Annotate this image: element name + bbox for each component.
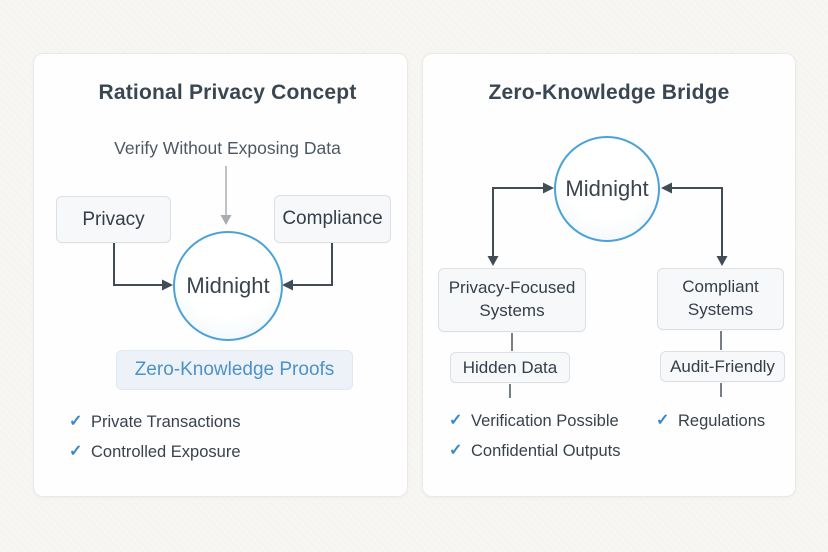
hidden-data-label: Hidden Data [462,357,558,377]
checklist-item: ✓ Confidential Outputs [449,440,621,462]
checklist-item-label: Confidential Outputs [471,441,621,460]
arrow-down-icon [716,256,728,266]
compliance-node-label: Compliance [282,208,383,229]
rational-privacy-panel: Rational Privacy Concept Verify Without … [33,53,408,497]
checklist-item-label: Controlled Exposure [91,442,241,461]
check-icon: ✓ [449,442,463,459]
compliant-systems-box: Compliant Systems [657,268,784,330]
hidden-data-box: Hidden Data [450,352,570,383]
checklist-item-label: Regulations [678,411,766,430]
checklist-item-label: Verification Possible [471,411,619,430]
zero-knowledge-bridge-panel: Zero-Knowledge Bridge Midnight Privacy-F… [422,53,796,497]
left-branch-checklist: ✓ Verification Possible ✓ Confidential O… [449,410,621,462]
privacy-node-box: Privacy [56,196,171,243]
check-icon: ✓ [656,412,670,429]
arrow-right-icon [543,182,554,194]
checklist-item: ✓ Private Transactions [69,411,241,433]
midnight-circle-node: Midnight [554,136,660,242]
left-panel-subtitle: Verify Without Exposing Data [114,138,341,158]
right-branch-checklist: ✓ Regulations [656,410,765,432]
checklist-item: ✓ Controlled Exposure [69,441,241,463]
badge-label: Zero-Knowledge Proofs [134,359,335,380]
midnight-label: Midnight [186,273,270,298]
checklist-item-label: Private Transactions [91,412,241,431]
midnight-label: Midnight [565,176,649,201]
check-icon: ✓ [449,412,463,429]
arrow-down-icon [487,256,499,266]
privacy-node-label: Privacy [82,208,145,230]
midnight-circle-node: Midnight [173,231,283,341]
privacy-focused-systems-box: Privacy-Focused Systems [438,268,586,332]
check-icon: ✓ [69,413,83,430]
arrow-left-icon [661,182,672,194]
audit-friendly-box: Audit-Friendly [660,351,785,382]
arrow-left-icon [282,279,293,291]
checklist-item: ✓ Verification Possible [449,410,621,432]
arrow-down-icon [220,215,232,225]
zero-knowledge-proofs-badge: Zero-Knowledge Proofs [116,350,353,390]
compliant-systems-label: Compliant Systems [682,277,759,319]
audit-friendly-label: Audit-Friendly [670,356,775,376]
privacy-focused-systems-label: Privacy-Focused Systems [448,278,576,320]
check-icon: ✓ [69,443,83,460]
left-panel-title: Rational Privacy Concept [98,81,357,104]
compliance-node-box: Compliance [274,195,391,243]
right-panel-title: Zero-Knowledge Bridge [488,81,730,104]
arrow-right-icon [162,279,173,291]
left-panel-checklist: ✓ Private Transactions ✓ Controlled Expo… [69,411,241,463]
checklist-item: ✓ Regulations [656,410,765,432]
